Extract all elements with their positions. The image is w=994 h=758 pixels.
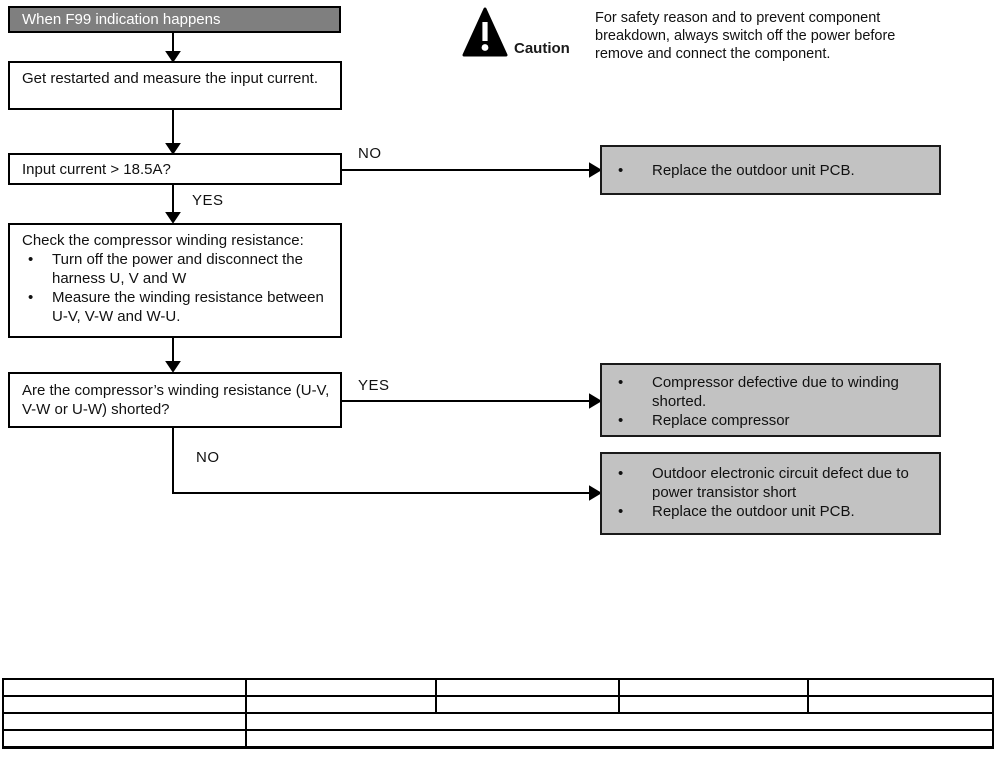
bullet-icon [602,502,652,521]
bottom-table [2,678,994,749]
flowchart-decision-input-current: Input current > 18.5A? [8,153,342,185]
bullet-text: Compressor defective due to winding shor… [652,374,899,410]
table-cell [807,678,994,697]
bullet-icon [602,161,652,180]
step-text: Get restarted and measure the input curr… [22,70,318,87]
bullet-item: Outdoor electronic circuit defect due to… [602,464,939,502]
bullet-icon [10,288,52,326]
bullet-text: Replace the outdoor unit PCB. [652,162,855,179]
caution-label: Caution [514,40,570,57]
bullet-item: Compressor defective due to winding shor… [602,373,939,411]
bullet-icon [602,464,652,502]
table-cell [245,712,994,731]
branch-label-yes: YES [192,192,224,209]
arrow-title-to-restart-head [165,51,181,63]
decision-text: Are the compressor’s winding resistance … [22,382,330,418]
step-title: Check the compressor winding resistance: [22,232,304,249]
arrow-input-no-head [589,162,602,178]
arrow-restart-to-input-head [165,143,181,155]
table-cell [245,695,437,714]
branch-label-no: NO [196,449,220,466]
arrow-shorted-no-elbow [172,428,591,494]
flowchart-step-check-winding: Check the compressor winding resistance:… [8,223,342,338]
bullet-icon [602,373,652,411]
flowchart-step-restart: Get restarted and measure the input curr… [8,61,342,110]
arrow-check-to-shorted-head [165,361,181,373]
result-box-transistor-short: Outdoor electronic circuit defect due to… [600,452,941,535]
table-cell [2,678,247,697]
table-cell [2,695,247,714]
caution-text: For safety reason and to prevent compone… [595,10,896,62]
flowchart-decision-winding-shorted: Are the compressor’s winding resistance … [8,372,342,428]
warning-triangle-icon [462,7,508,57]
table-cell [245,678,437,697]
bullet-item: Replace compressor [602,411,939,430]
bullet-item: Measure the winding resistance between U… [10,288,340,326]
table-row [2,729,994,748]
bullet-icon [10,250,52,288]
result-box-compressor-defective: Compressor defective due to winding shor… [600,363,941,437]
bullet-text: Measure the winding resistance between U… [52,289,324,325]
bullet-text: Turn off the power and disconnect the ha… [52,251,303,287]
table-cell [618,695,809,714]
table-row [2,712,994,731]
table-cell [435,678,620,697]
bullet-item: Replace the outdoor unit PCB. [602,161,939,180]
result-box-replace-pcb: Replace the outdoor unit PCB. [600,145,941,195]
table-cell [2,729,247,748]
table-cell [435,695,620,714]
table-row [2,678,994,697]
table-row [2,695,994,714]
branch-label-yes: YES [358,377,390,394]
branch-label-no: NO [358,145,382,162]
bullet-text: Outdoor electronic circuit defect due to… [652,465,909,501]
bullet-text: Replace compressor [652,412,790,429]
bullet-icon [602,411,652,430]
table-cell [2,712,247,731]
bullet-item: Turn off the power and disconnect the ha… [10,250,340,288]
flowchart-title-box: When F99 indication happens [8,6,341,33]
arrow-shorted-no-head [589,485,602,501]
bullet-text: Replace the outdoor unit PCB. [652,503,855,520]
arrow-input-yes-head [165,212,181,224]
bullet-item: Replace the outdoor unit PCB. [602,502,939,521]
table-cell [807,695,994,714]
decision-text: Input current > 18.5A? [22,160,171,178]
flowchart-title: When F99 indication happens [22,11,221,28]
table-cell [618,678,809,697]
table-cell [245,729,994,748]
arrow-shorted-yes-head [589,393,602,409]
